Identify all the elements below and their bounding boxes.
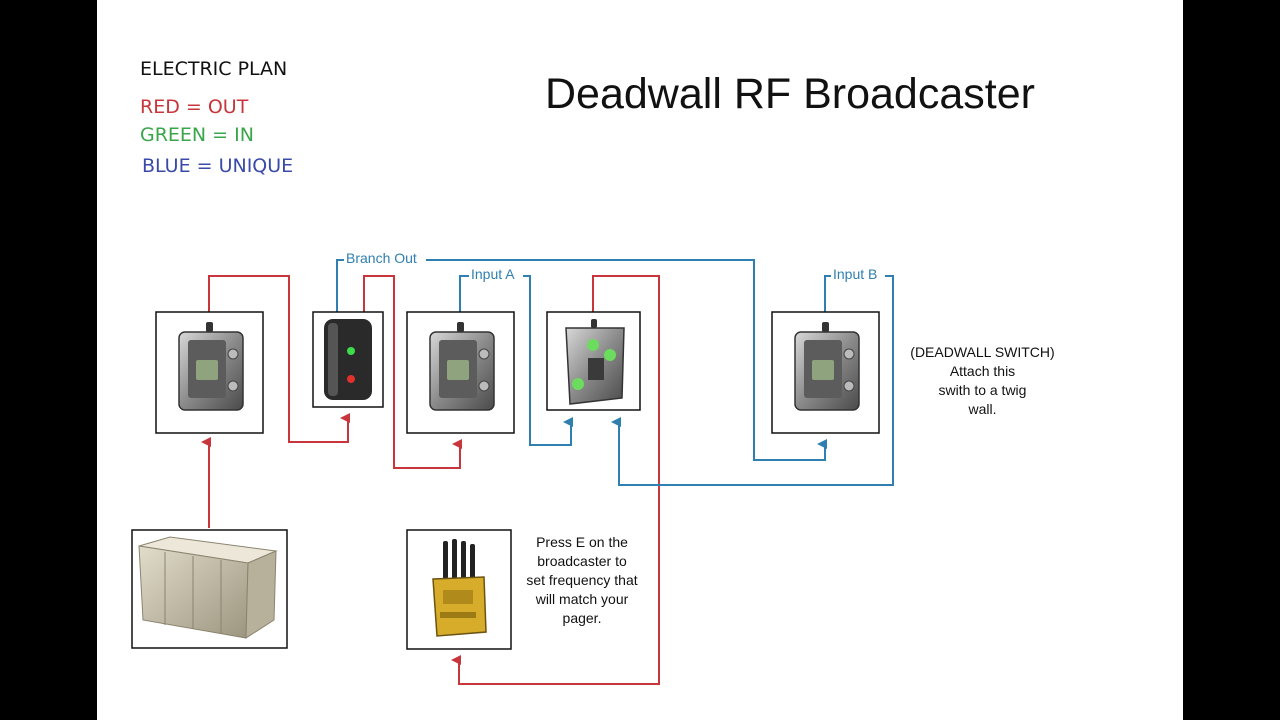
red-wires xyxy=(201,275,660,685)
rf-broadcaster-icon xyxy=(432,539,487,637)
switch-note-line-3: swith to a twig xyxy=(938,382,1027,398)
wire-input-b xyxy=(611,275,894,486)
broadcaster-note-line-3: set frequency that xyxy=(526,572,638,588)
logic-gate xyxy=(546,311,641,411)
switch-icon xyxy=(429,322,495,411)
logic-gate-icon xyxy=(565,319,625,405)
splitter-icon xyxy=(324,319,372,400)
label-branch-out: Branch Out xyxy=(346,250,417,266)
switch-2 xyxy=(406,311,515,434)
broadcaster-note: Press E on the broadcaster to set freque… xyxy=(512,533,652,628)
switch-icon xyxy=(178,322,244,411)
wire-branch-out xyxy=(336,259,827,461)
rf-broadcaster xyxy=(406,529,512,650)
switch-3 xyxy=(771,311,880,434)
broadcaster-note-line-1: Press E on the xyxy=(536,534,628,550)
broadcaster-note-line-2: broadcaster to xyxy=(537,553,627,569)
label-input-b: Input B xyxy=(833,266,877,282)
broadcaster-note-line-4: will match your xyxy=(535,591,629,607)
switch-note: (DEADWALL SWITCH) Attach this swith to a… xyxy=(895,343,1070,419)
legend-blue: BLUE = UNIQUE xyxy=(142,155,294,177)
broadcaster-note-line-5: pager. xyxy=(562,610,602,626)
legend-red: RED = OUT xyxy=(140,96,249,118)
splitter xyxy=(312,311,384,408)
switch-note-line-4: wall. xyxy=(968,401,997,417)
legend-heading: ELECTRIC PLAN xyxy=(140,58,288,80)
switch-note-line-2: Attach this xyxy=(949,363,1016,379)
blue-wires xyxy=(336,259,894,486)
wire-gate-to-broadcaster xyxy=(451,275,660,685)
generator xyxy=(131,529,288,649)
switch-1 xyxy=(155,311,264,434)
switch-note-line-1: (DEADWALL SWITCH) xyxy=(910,344,1055,360)
switch-icon xyxy=(794,322,860,411)
wire-splitter-to-switch2 xyxy=(363,275,462,469)
wire-switch1-to-splitter xyxy=(208,275,350,443)
page-title: Deadwall RF Broadcaster xyxy=(545,70,1035,118)
generator-icon xyxy=(138,536,278,639)
label-input-a: Input A xyxy=(471,266,515,282)
wire-input-a xyxy=(459,275,573,446)
legend-green: GREEN = IN xyxy=(140,124,254,146)
